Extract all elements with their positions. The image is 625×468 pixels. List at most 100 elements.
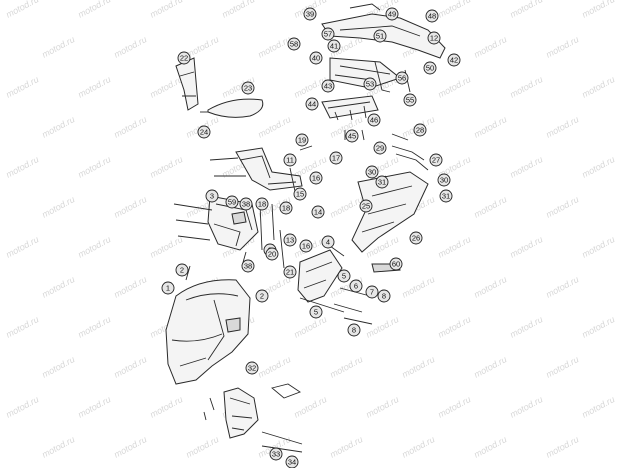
svg-text:50: 50 bbox=[426, 64, 434, 73]
svg-text:29: 29 bbox=[376, 144, 384, 153]
watermark-text: motod.ru bbox=[544, 194, 580, 220]
watermark-text: motod.ru bbox=[112, 354, 148, 380]
watermark-text: motod.ru bbox=[4, 314, 40, 340]
watermark-text: motod.ru bbox=[508, 74, 544, 100]
watermark-text: motod.ru bbox=[364, 394, 400, 420]
callout-31b: 31 bbox=[439, 189, 453, 203]
svg-text:6: 6 bbox=[354, 282, 358, 291]
watermark-text: motod.ru bbox=[76, 314, 112, 340]
callout-5: 5 bbox=[337, 269, 351, 283]
callout-58: 58 bbox=[287, 37, 301, 51]
svg-text:31: 31 bbox=[442, 192, 450, 201]
svg-text:8: 8 bbox=[382, 292, 386, 301]
watermark-text: motod.ru bbox=[580, 154, 616, 180]
watermark-text: motod.ru bbox=[4, 74, 40, 100]
callout-8b: 8 bbox=[377, 289, 391, 303]
callout-2b: 2 bbox=[255, 289, 269, 303]
callout-6: 6 bbox=[349, 279, 363, 293]
watermark-text: motod.ru bbox=[544, 114, 580, 140]
watermark-text: motod.ru bbox=[256, 34, 292, 60]
watermark-text: motod.ru bbox=[112, 34, 148, 60]
callout-12: 12 bbox=[427, 31, 441, 45]
svg-text:15: 15 bbox=[296, 190, 304, 199]
fairing-vent bbox=[225, 317, 241, 333]
watermark-text: motod.ru bbox=[472, 354, 508, 380]
svg-text:17: 17 bbox=[332, 154, 340, 163]
callout-40: 40 bbox=[309, 51, 323, 65]
svg-text:22: 22 bbox=[180, 54, 188, 63]
watermark-text: motod.ru bbox=[508, 314, 544, 340]
svg-text:51: 51 bbox=[376, 32, 384, 41]
callout-41: 41 bbox=[327, 39, 341, 53]
watermark-text: motod.ru bbox=[544, 354, 580, 380]
watermark-text: motod.ru bbox=[184, 434, 220, 460]
svg-text:49: 49 bbox=[388, 10, 396, 19]
watermark-text: motod.ru bbox=[40, 34, 76, 60]
watermark-text: motod.ru bbox=[436, 0, 472, 20]
callout-55: 55 bbox=[403, 93, 417, 107]
tail-frame bbox=[329, 57, 402, 89]
watermark-text: motod.ru bbox=[508, 0, 544, 20]
svg-text:3: 3 bbox=[210, 192, 214, 201]
watermark-text: motod.ru bbox=[508, 154, 544, 180]
svg-text:57: 57 bbox=[324, 30, 332, 39]
callout-19: 19 bbox=[295, 133, 309, 147]
callout-30: 30 bbox=[365, 165, 379, 179]
callout-33: 33 bbox=[269, 447, 283, 461]
watermark-text: motod.ru bbox=[292, 314, 328, 340]
watermark-text: motod.ru bbox=[76, 234, 112, 260]
svg-text:2: 2 bbox=[180, 266, 184, 275]
svg-text:39: 39 bbox=[306, 10, 314, 19]
watermark-text: motod.ru bbox=[400, 354, 436, 380]
watermark-text: motod.ru bbox=[472, 114, 508, 140]
lower-mount-detail bbox=[299, 261, 345, 313]
callout-51: 51 bbox=[373, 29, 387, 43]
svg-text:48: 48 bbox=[428, 12, 436, 21]
callout-59: 59 bbox=[225, 195, 239, 209]
callout-56: 56 bbox=[395, 71, 409, 85]
svg-text:20: 20 bbox=[268, 250, 276, 259]
callout-49: 49 bbox=[385, 7, 399, 21]
svg-text:46: 46 bbox=[370, 116, 378, 125]
watermark-text: motod.ru bbox=[40, 274, 76, 300]
callout-2: 2 bbox=[175, 263, 189, 277]
svg-text:19: 19 bbox=[298, 136, 306, 145]
watermark-text: motod.ru bbox=[472, 194, 508, 220]
watermark-text: motod.ru bbox=[328, 434, 364, 460]
watermark-text: motod.ru bbox=[148, 0, 184, 20]
watermark-text: motod.ru bbox=[472, 34, 508, 60]
watermark-text: motod.ru bbox=[148, 394, 184, 420]
callout-16: 16 bbox=[309, 171, 323, 185]
callout-42: 42 bbox=[447, 53, 461, 67]
callout-18b: 18 bbox=[255, 197, 269, 211]
callout-38: 38 bbox=[239, 197, 253, 211]
callout-43: 43 bbox=[321, 79, 335, 93]
callout-23: 23 bbox=[241, 81, 255, 95]
callout-30b: 30 bbox=[437, 173, 451, 187]
watermark-text: motod.ru bbox=[508, 394, 544, 420]
svg-text:16: 16 bbox=[302, 242, 310, 251]
svg-text:34: 34 bbox=[288, 458, 296, 467]
svg-text:2: 2 bbox=[260, 292, 264, 301]
svg-text:40: 40 bbox=[312, 54, 320, 63]
callout-38b: 38 bbox=[241, 259, 255, 273]
watermark-text: motod.ru bbox=[328, 354, 364, 380]
svg-text:58: 58 bbox=[290, 40, 298, 49]
svg-text:44: 44 bbox=[308, 100, 316, 109]
watermark-text: motod.ru bbox=[508, 234, 544, 260]
watermark-text: motod.ru bbox=[436, 74, 472, 100]
svg-text:18: 18 bbox=[282, 204, 290, 213]
callout-27: 27 bbox=[429, 153, 443, 167]
watermark-text: motod.ru bbox=[112, 194, 148, 220]
watermark-text: motod.ru bbox=[4, 394, 40, 420]
strap bbox=[175, 57, 199, 111]
svg-text:42: 42 bbox=[450, 56, 458, 65]
watermark-text: motod.ru bbox=[292, 394, 328, 420]
callout-8c: 8 bbox=[347, 323, 361, 337]
svg-text:1: 1 bbox=[166, 284, 170, 293]
seat-cowl-detail bbox=[339, 3, 421, 37]
callout-25: 25 bbox=[359, 199, 373, 213]
svg-text:38: 38 bbox=[244, 262, 252, 271]
watermark-text: motod.ru bbox=[580, 234, 616, 260]
